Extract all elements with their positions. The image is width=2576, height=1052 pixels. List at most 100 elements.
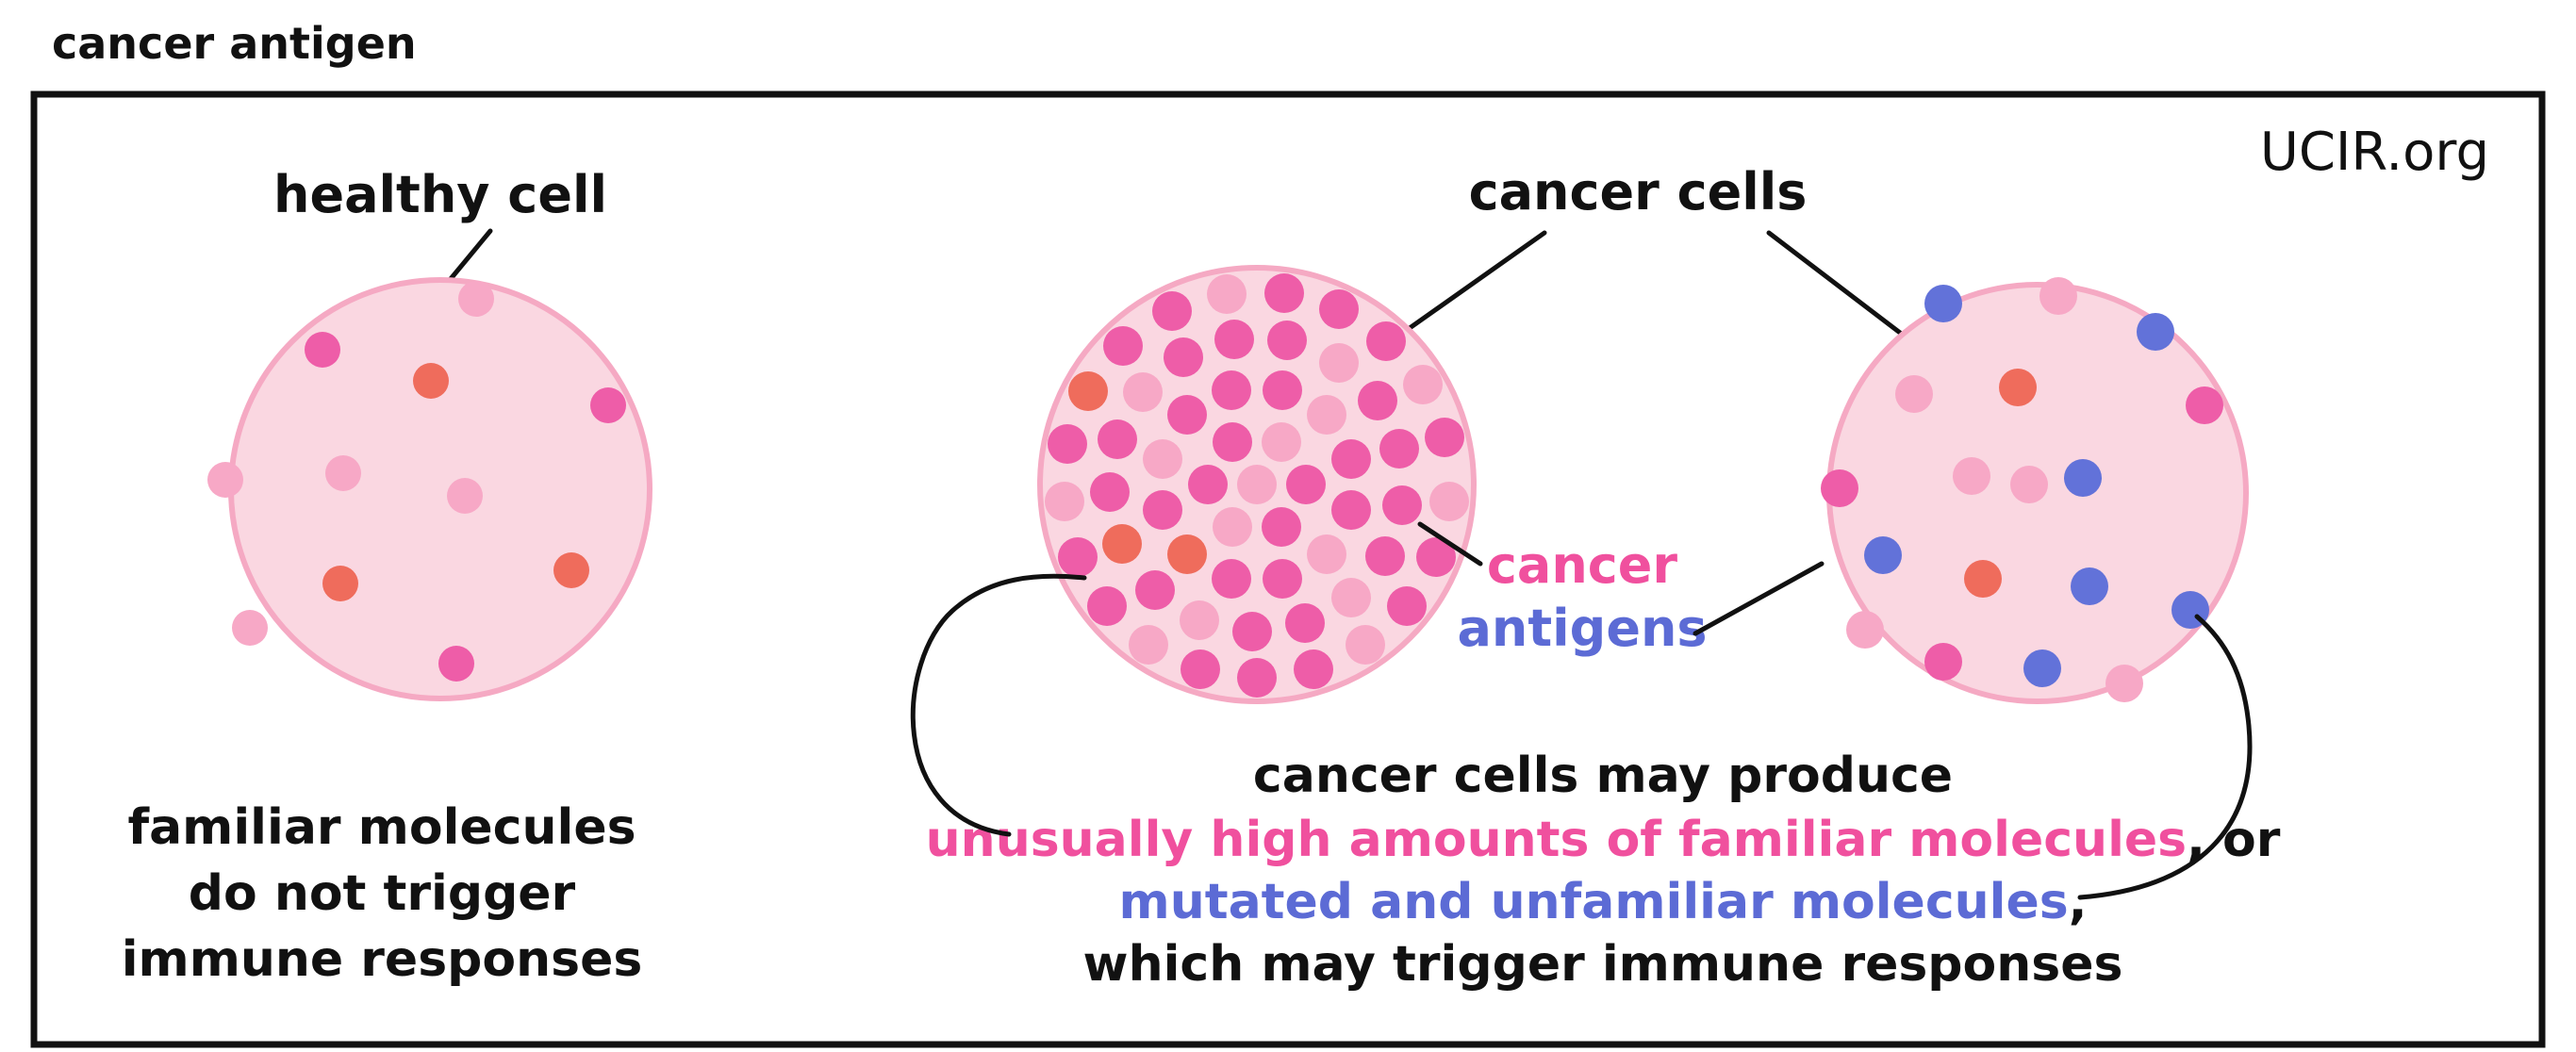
molecule-dot-magenta [1188, 465, 1228, 504]
molecule-dot-pink [1129, 625, 1168, 665]
molecule-dot-magenta [1181, 649, 1220, 689]
molecule-dot-magenta [1098, 419, 1137, 459]
molecule-dot-magenta [1264, 273, 1304, 313]
molecule-dot-pink [447, 478, 483, 514]
molecule-dot-pink [1307, 534, 1346, 574]
watermark-ucir: UCIR.org [2260, 122, 2489, 183]
molecule-dot-pink [2039, 277, 2077, 315]
molecule-dot-blue [1924, 285, 1962, 322]
molecule-dot-pink [1331, 578, 1371, 617]
bottom-caption-line3-rest: , [2069, 874, 2088, 930]
bottom-caption-line1: cancer cells may produce [1253, 748, 1953, 804]
molecule-dot-pink [1307, 395, 1346, 435]
molecule-dot-magenta [1143, 490, 1182, 530]
molecule-dot-salmon [413, 363, 449, 399]
molecule-dot-pink [1429, 482, 1469, 521]
molecule-dot-magenta [1212, 370, 1251, 410]
molecule-dot-magenta [1924, 643, 1962, 681]
bottom-caption-line2: unusually high amounts of familiar molec… [926, 812, 2281, 868]
molecule-dot-pink [1143, 439, 1182, 479]
molecule-dot-pink [207, 462, 243, 498]
healthy-caption-line1: familiar molecules [127, 799, 636, 856]
healthy-cell-molecules [207, 281, 626, 682]
molecule-dot-magenta [1167, 395, 1207, 435]
molecule-dot-magenta [1237, 658, 1277, 698]
cancer-cells-label: cancer cells [1469, 162, 1808, 222]
antigen-pointer-to-dense-cell [1417, 521, 1483, 567]
molecule-dot-magenta [1232, 612, 1272, 651]
molecule-dot-magenta [1058, 537, 1098, 577]
molecule-dot-magenta [1285, 603, 1325, 643]
molecule-dot-blue [1864, 536, 1902, 574]
molecule-dot-pink [232, 610, 268, 646]
molecule-dot-magenta [438, 646, 474, 682]
molecule-dot-pink [1953, 457, 1990, 495]
molecule-dot-magenta [1135, 570, 1175, 610]
molecule-dot-blue [2023, 649, 2061, 687]
caption-curve-to-mutated-cell [2077, 614, 2253, 900]
molecule-dot-blue [2137, 313, 2174, 351]
healthy-cell-body [228, 277, 652, 701]
cancer-antigens-label-line2: antigens [1457, 599, 1707, 658]
molecule-dot-magenta [1262, 507, 1301, 547]
dense-cancer-cell-molecules [1045, 273, 1469, 698]
bottom-caption-line2-pink: unusually high amounts of familiar molec… [926, 812, 2187, 868]
molecule-dot-magenta [1087, 586, 1127, 626]
molecule-dot-salmon [1964, 560, 2002, 598]
molecule-dot-salmon [1068, 371, 1108, 411]
molecule-dot-magenta [1103, 326, 1143, 366]
molecule-dot-magenta [1267, 321, 1307, 360]
antigen-pointer-to-mutated-cell [1693, 561, 1825, 636]
bottom-caption-line3-purple: mutated and unfamiliar molecules [1119, 874, 2069, 930]
molecule-dot-pink [1346, 625, 1385, 665]
molecule-dot-magenta [305, 332, 340, 368]
molecule-dot-magenta [1319, 289, 1359, 329]
molecule-dot-magenta [1263, 370, 1302, 410]
cancer-cells-pointer-right [1766, 230, 1926, 353]
cancer-cells-pointer-left [1391, 230, 1547, 342]
molecule-dot-pink [1262, 422, 1301, 462]
molecule-dot-magenta [1331, 439, 1371, 479]
cancer-antigens-label-line1: cancer [1487, 535, 1678, 595]
molecule-dot-magenta [590, 387, 626, 423]
molecule-dot-magenta [1379, 429, 1419, 468]
molecule-dot-magenta [1214, 320, 1254, 359]
molecule-dot-pink [2010, 466, 2048, 503]
molecule-dot-pink [1207, 274, 1247, 314]
molecule-dot-magenta [1213, 422, 1252, 462]
molecule-dot-magenta [1212, 559, 1251, 599]
mutated-cancer-cell-molecules [1821, 277, 2223, 702]
bottom-caption-line4: which may trigger immune responses [1083, 936, 2123, 993]
caption-curve-to-dense-cell [910, 573, 1087, 837]
molecule-dot-magenta [1331, 490, 1371, 530]
healthy-caption-line2: do not trigger [189, 865, 576, 922]
molecule-dot-magenta [1294, 649, 1333, 689]
molecule-dot-salmon [1999, 369, 2037, 406]
molecule-dot-salmon [322, 566, 358, 601]
molecule-dot-blue [2071, 567, 2108, 605]
molecule-dot-pink [1180, 600, 1219, 640]
molecule-dot-pink [458, 281, 494, 317]
molecule-dot-pink [1213, 507, 1252, 547]
molecule-dot-pink [1846, 611, 1884, 649]
bottom-caption-line3: mutated and unfamiliar molecules, [1119, 874, 2088, 930]
molecule-dot-pink [1045, 482, 1084, 521]
molecule-dot-magenta [1387, 586, 1427, 626]
healthy-cell-label: healthy cell [273, 165, 607, 224]
molecule-dot-pink [1895, 375, 1933, 413]
molecule-dot-magenta [1152, 291, 1192, 331]
molecule-dot-magenta [1286, 465, 1326, 504]
molecule-dot-magenta [1164, 337, 1203, 377]
molecule-dot-magenta [1366, 321, 1406, 361]
molecule-dot-magenta [1263, 559, 1302, 599]
healthy-caption-line3: immune responses [122, 931, 643, 988]
molecule-dot-pink [1237, 465, 1277, 504]
molecule-dot-magenta [1416, 537, 1456, 577]
molecule-dot-salmon [1167, 534, 1207, 574]
molecule-dot-pink [2105, 665, 2143, 702]
molecule-dot-magenta [1382, 485, 1422, 525]
molecule-dot-pink [1319, 343, 1359, 383]
molecule-dot-pink [1123, 372, 1163, 412]
molecule-dot-pink [1403, 365, 1443, 404]
